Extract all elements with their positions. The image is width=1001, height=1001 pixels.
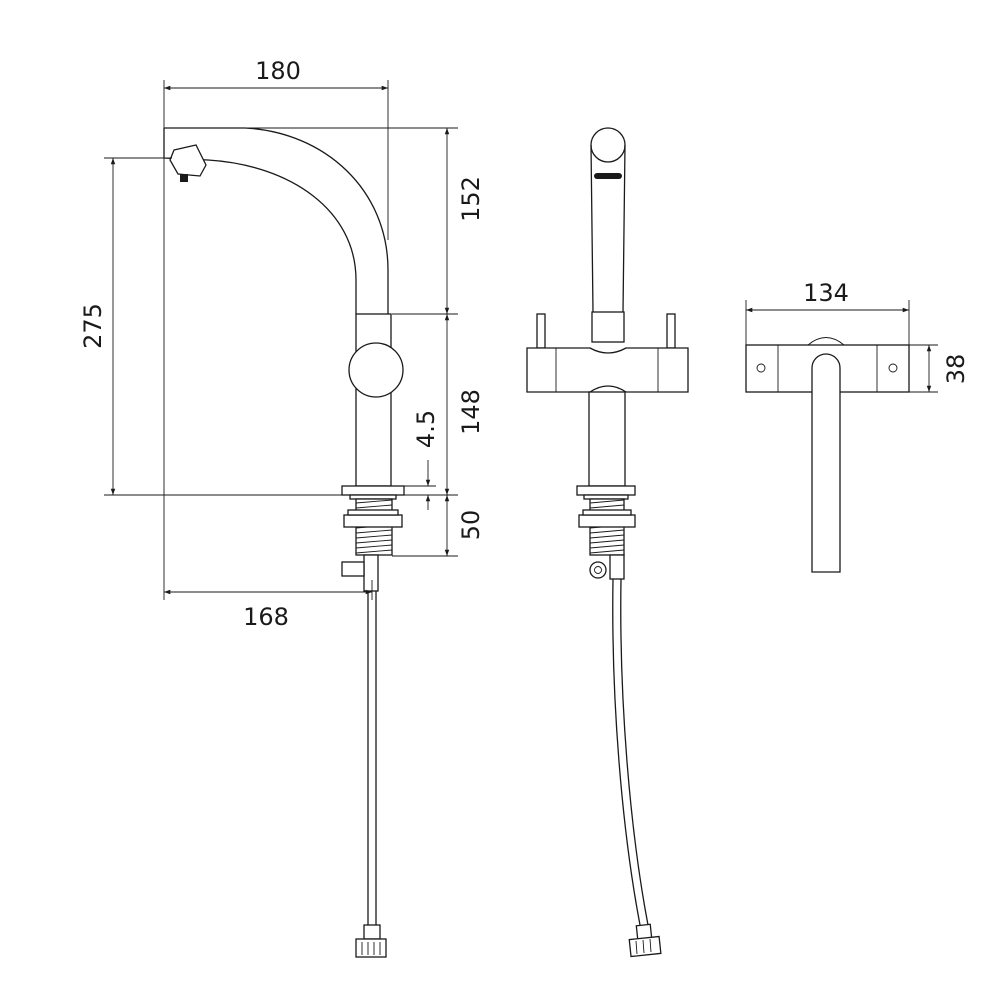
spout-outline: [164, 127, 389, 314]
base-ring: [341, 485, 405, 496]
dimension-50: 50: [392, 495, 485, 557]
spout-aerator: [594, 173, 622, 179]
top-view: 134 38: [745, 279, 970, 573]
side-view: 180 152 148 4.5 50: [79, 57, 485, 958]
right-mount-hole: [888, 363, 898, 373]
front-hose-end: [628, 923, 662, 958]
dimension-148: 148: [404, 314, 485, 496]
dimension-4-5: 4.5: [404, 410, 440, 510]
front-hose: [612, 578, 649, 926]
dim-label-180: 180: [255, 57, 301, 85]
front-side-fitting: [589, 561, 607, 579]
dim-label-168: 168: [243, 603, 289, 631]
top-collar: [807, 337, 845, 346]
left-mount-hole: [756, 363, 766, 373]
nut-washer: [347, 509, 399, 516]
spout-head: [590, 127, 626, 163]
aerator-tip: [180, 174, 188, 182]
right-pin: [666, 313, 676, 349]
dim-label-50: 50: [457, 510, 485, 541]
front-nut-washer: [582, 509, 632, 516]
top-spout: [811, 353, 841, 573]
front-body: [526, 347, 689, 393]
dimension-152: 152: [245, 127, 485, 315]
spout-inner: [163, 128, 357, 314]
front-nut: [578, 514, 636, 528]
dim-label-152: 152: [457, 176, 485, 222]
dim-label-148: 148: [457, 389, 485, 435]
dimension-168: 168: [163, 128, 373, 631]
front-collar: [591, 311, 625, 343]
hose-connector: [363, 554, 379, 592]
front-hose-connector: [609, 554, 625, 580]
aerator-nozzle: [169, 144, 207, 177]
hose: [367, 591, 377, 925]
left-pin: [536, 313, 546, 349]
dim-label-275: 275: [79, 303, 107, 349]
front-view: [526, 127, 689, 958]
hose-end-fitting: [355, 924, 387, 958]
mounting-nut: [343, 514, 403, 528]
dim-label-38: 38: [942, 354, 970, 385]
dimension-134: 134: [745, 279, 910, 345]
handle-knob: [348, 342, 404, 398]
front-lower-column: [588, 391, 626, 487]
dim-label-134: 134: [803, 279, 849, 307]
spout-column: [590, 144, 626, 313]
front-base-ring: [576, 485, 636, 496]
dimension-275: 275: [79, 157, 342, 496]
dim-label-4-5: 4.5: [412, 410, 440, 448]
side-fitting: [341, 561, 365, 577]
dimension-38: 38: [909, 344, 970, 393]
dimension-180: 180: [163, 57, 389, 240]
